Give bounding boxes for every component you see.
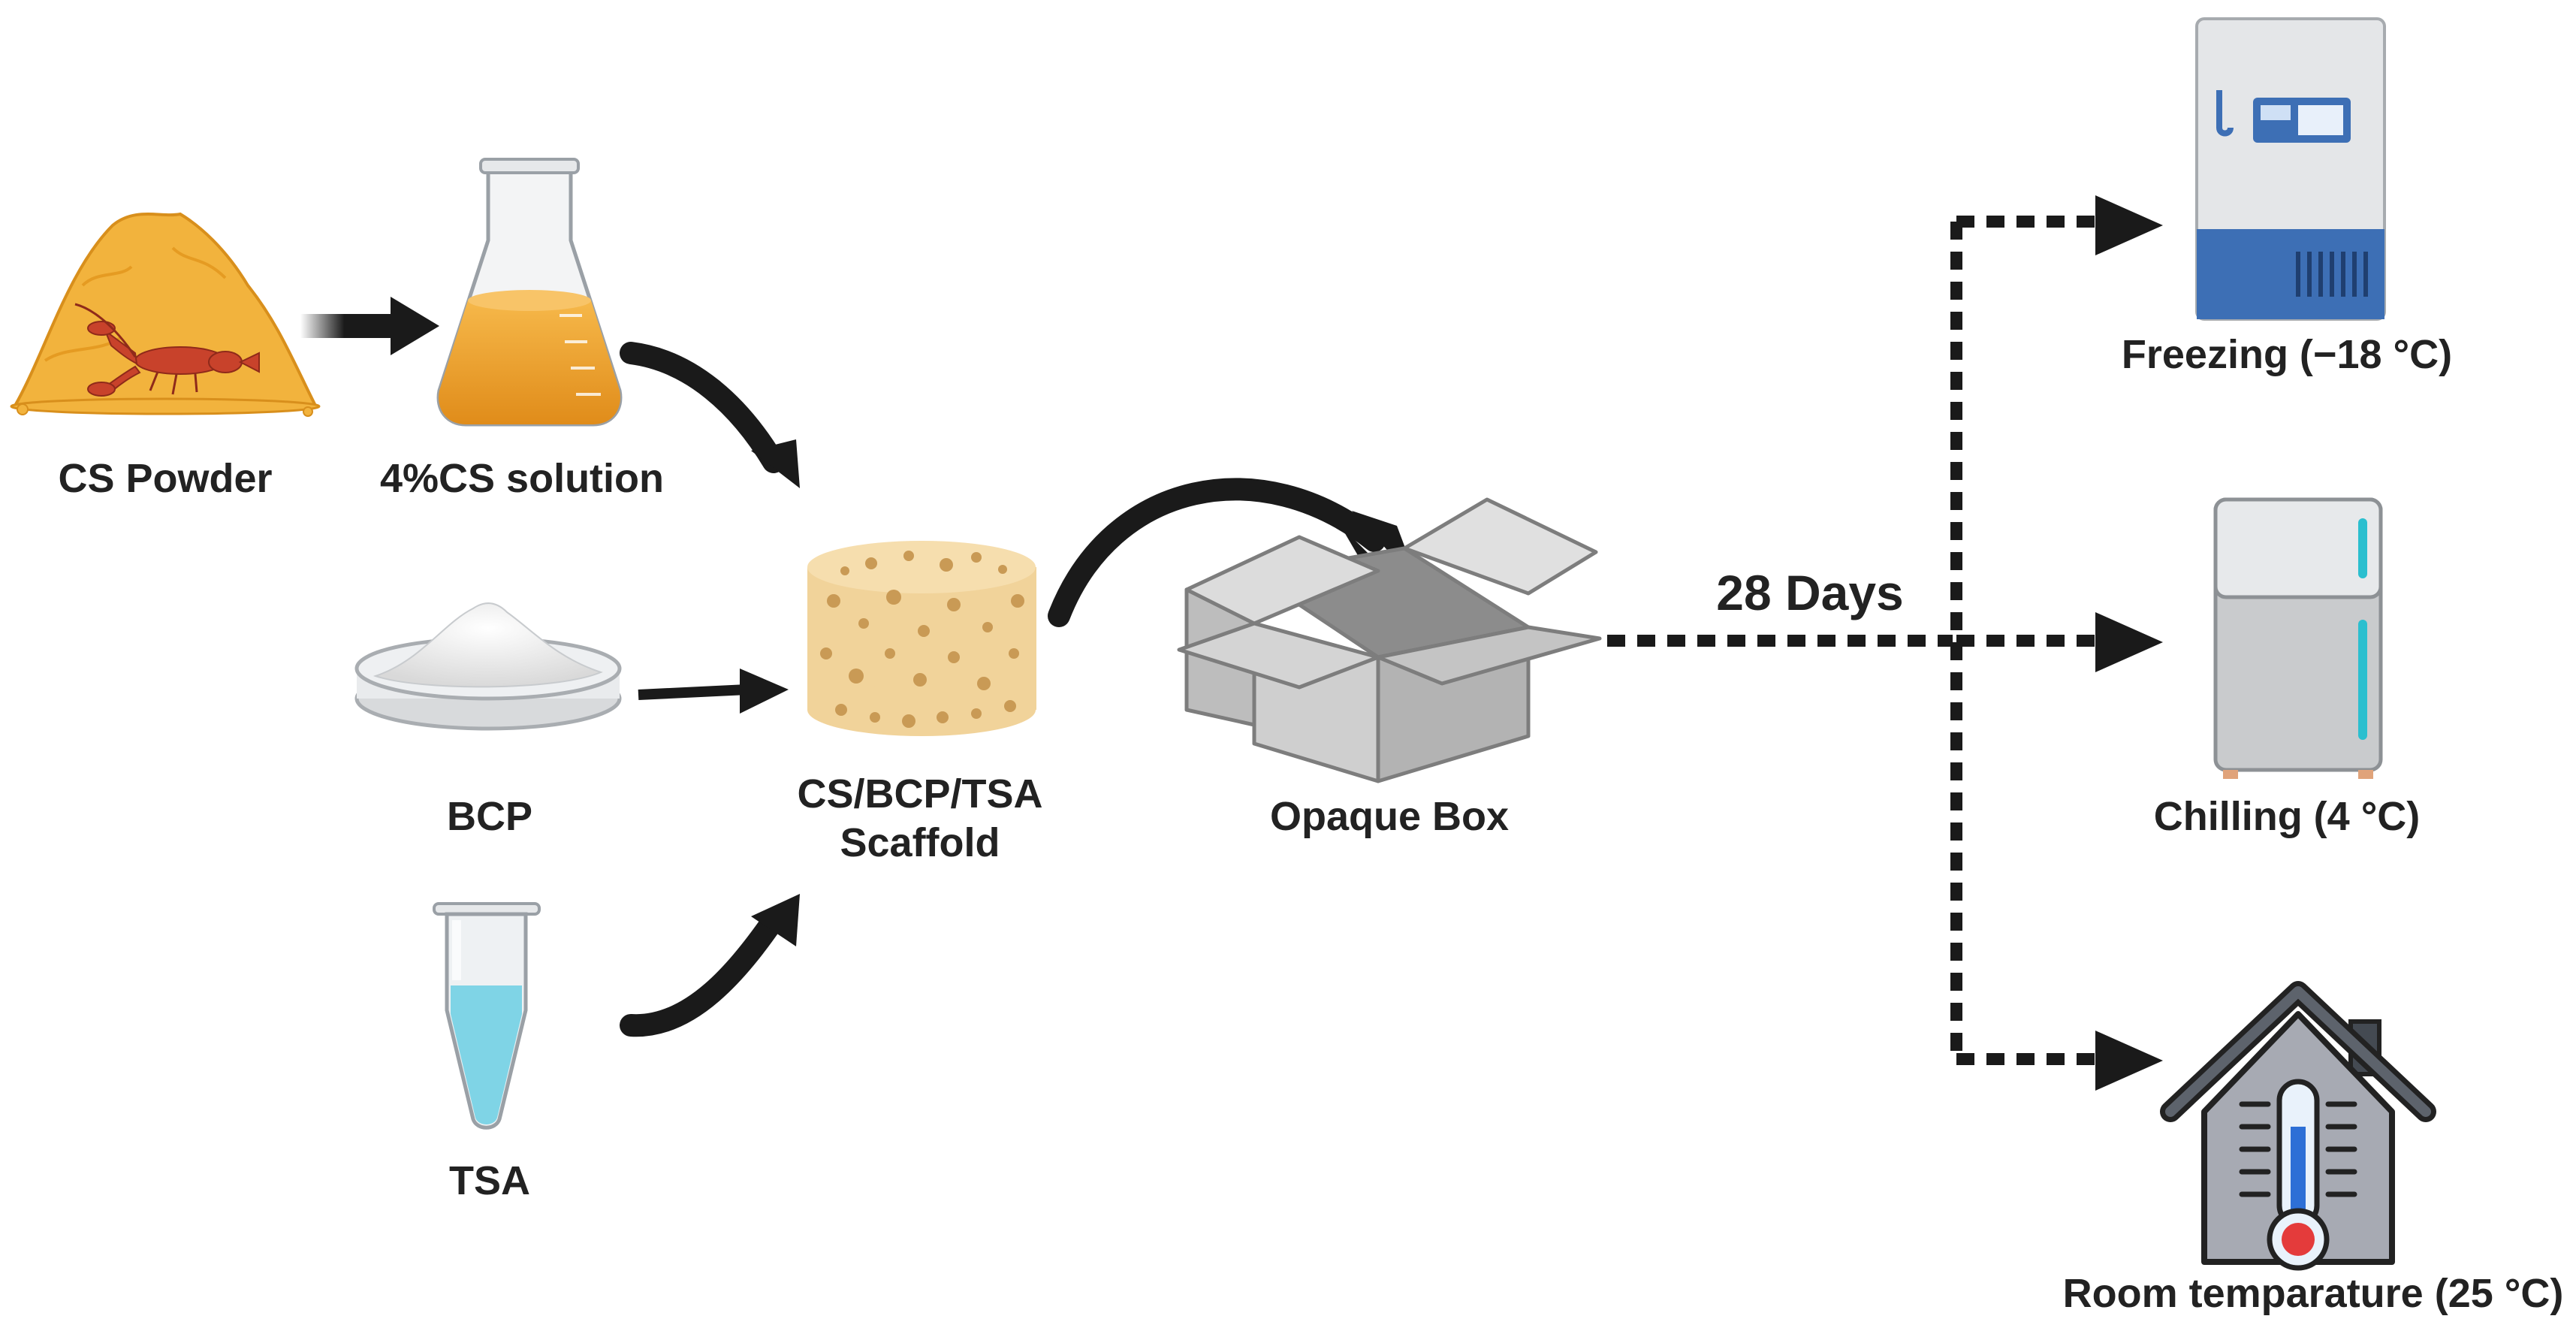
label-tsa: TSA	[449, 1158, 530, 1203]
arrow-solution-to-scaffold	[620, 342, 800, 488]
label-duration: 28 Days	[1716, 565, 1904, 620]
refrigerator-icon	[2213, 497, 2383, 779]
label-opaque-box: Opaque Box	[1270, 794, 1509, 839]
arrow-powder-to-solution	[300, 297, 439, 355]
open-cardboard-box-icon	[1177, 497, 1602, 783]
arrowhead-chilling	[2095, 612, 2163, 672]
label-cs-powder: CS Powder	[58, 456, 272, 501]
dotted-branch-lines	[1607, 216, 2103, 1065]
arrowhead-room	[2095, 1031, 2163, 1091]
label-freezing: Freezing (−18 °C)	[2122, 332, 2452, 377]
label-cs-solution: 4%CS solution	[380, 456, 664, 501]
microcentrifuge-tube-icon	[433, 902, 541, 1130]
arrowhead-freezing	[2095, 195, 2163, 255]
porous-scaffold-icon	[807, 541, 1036, 736]
label-chilling: Chilling (4 °C)	[2154, 794, 2421, 839]
label-bcp: BCP	[447, 794, 532, 839]
house-thermometer-icon	[2160, 981, 2436, 1271]
arrow-tsa-to-scaffold	[620, 894, 800, 1037]
arrow-bcp-to-scaffold	[638, 669, 789, 714]
upright-freezer-icon	[2195, 17, 2386, 321]
powder-pile-with-crayfish-icon	[10, 212, 321, 417]
petri-dish-powder-icon	[354, 602, 622, 731]
label-scaffold-line1: CS/BCP/TSA	[797, 771, 1042, 816]
label-room-temperature: Room temparature (25 °C)	[2063, 1271, 2564, 1316]
erlenmeyer-flask-icon	[436, 158, 623, 427]
label-scaffold-line2: Scaffold	[840, 820, 1000, 865]
